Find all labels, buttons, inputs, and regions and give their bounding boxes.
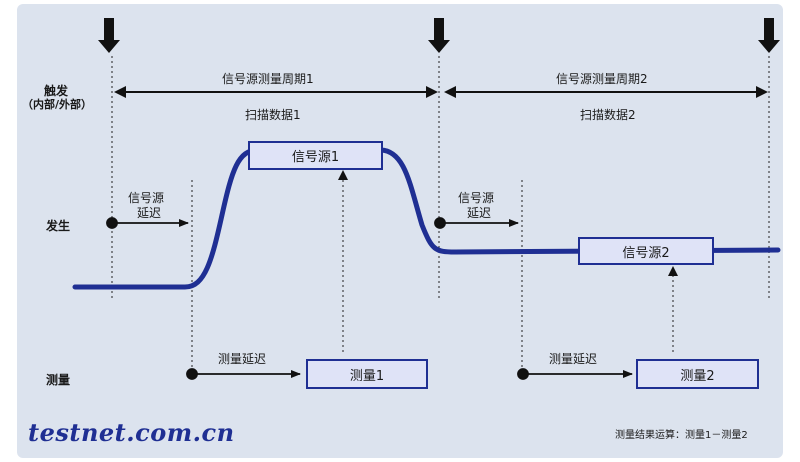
sample-arrowhead-1 (338, 170, 348, 180)
source-delay-2-line1: 信号源 (458, 191, 495, 205)
measure-label: 测量 (45, 373, 70, 387)
sample-arrowhead-2 (668, 266, 678, 276)
measure-delay-dot-1 (186, 368, 198, 380)
guide-lines (111, 56, 770, 375)
trigger-arrow-2 (428, 18, 450, 53)
source-delay-2-line2: 延迟 (467, 206, 492, 220)
trigger-sublabel: （内部/外部） (21, 98, 93, 111)
source-delay-1-line2: 延迟 (137, 206, 162, 220)
measure1-box: 测量1 (306, 359, 428, 389)
measure-delay-1-label: 测量延迟 (218, 352, 267, 366)
trigger-label: 触发 (43, 84, 68, 98)
measure-delay-dot-2 (517, 368, 529, 380)
period1-label: 信号源测量周期1 (222, 72, 314, 86)
source2-box: 信号源2 (578, 237, 714, 265)
period2-label: 信号源测量周期2 (556, 72, 648, 86)
trigger-arrow-3 (758, 18, 780, 53)
source-delay-1-line1: 信号源 (128, 191, 165, 205)
generate-label: 发生 (45, 219, 70, 233)
trigger-arrow-1 (98, 18, 120, 53)
measure2-box: 测量2 (636, 359, 759, 389)
result-formula: 测量结果运算：测量1－测量2 (615, 430, 748, 441)
scan2-label: 扫描数据2 (580, 108, 636, 122)
scan1-label: 扫描数据1 (245, 108, 301, 122)
source-delay-dot-1 (106, 217, 118, 229)
measure-delay-2-label: 测量延迟 (549, 352, 598, 366)
source1-box: 信号源1 (248, 141, 383, 170)
source-delay-dot-2 (434, 217, 446, 229)
signal-waveform (72, 147, 781, 290)
watermark: testnet.com.cn (28, 418, 235, 447)
